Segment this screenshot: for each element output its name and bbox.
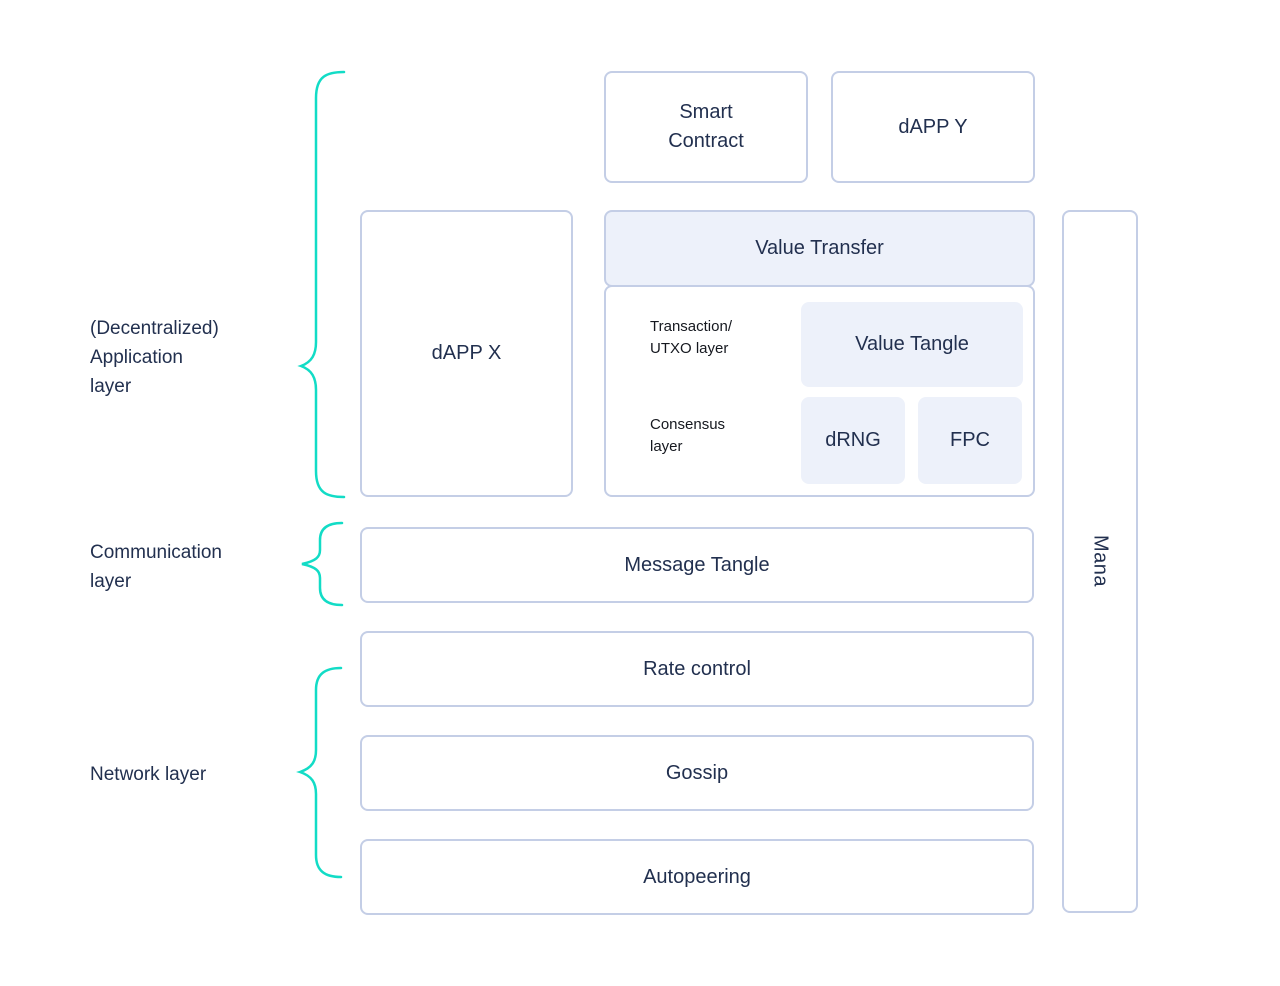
value-tangle-label: Value Tangle [855,333,969,355]
rate-control-box: Rate control [360,631,1034,707]
gossip-label: Gossip [665,761,729,784]
mana-label: Mana [1089,535,1112,588]
application-layer-brace-icon [297,70,346,499]
fpc-box: FPC [918,397,1022,484]
value-transfer-title: Value Transfer [755,237,884,259]
network-layer-brace-icon [296,666,343,879]
autopeering-label: Autopeering [643,865,751,888]
drng-box: dRNG [801,397,905,484]
value-tangle-box: Value Tangle [801,302,1023,387]
dapp-y-box: dAPP Y [831,71,1035,183]
network-layer-label: Network layer [90,764,207,785]
value-transfer-header: Value Transfer [604,210,1035,287]
message-tangle-label: Message Tangle [624,553,770,576]
dapp-x-box: dAPP X [360,210,573,497]
rate-control-label: Rate control [643,657,751,680]
autopeering-box: Autopeering [360,839,1034,915]
transaction-utxo-layer-label: Transaction/ UTXO layer [650,318,732,357]
dapp-x-label: dAPP X [431,342,502,364]
communication-layer-label: Communication layer [90,542,222,592]
smart-contract-box: Smart Contract [604,71,808,183]
consensus-layer-label: Consensus layer [650,416,726,455]
application-layer-label: (Decentralized) Application layer [90,318,219,397]
drng-label: dRNG [825,429,881,451]
fpc-label: FPC [950,429,990,451]
smart-contract-label: Smart Contract [668,101,744,152]
dapp-y-label: dAPP Y [898,115,968,138]
message-tangle-box: Message Tangle [360,527,1034,603]
communication-layer-brace-icon [301,521,344,607]
gossip-box: Gossip [360,735,1034,811]
value-transfer-body: Transaction/ UTXO layer Value Tangle Con… [604,285,1035,497]
mana-box: Mana [1062,210,1138,913]
